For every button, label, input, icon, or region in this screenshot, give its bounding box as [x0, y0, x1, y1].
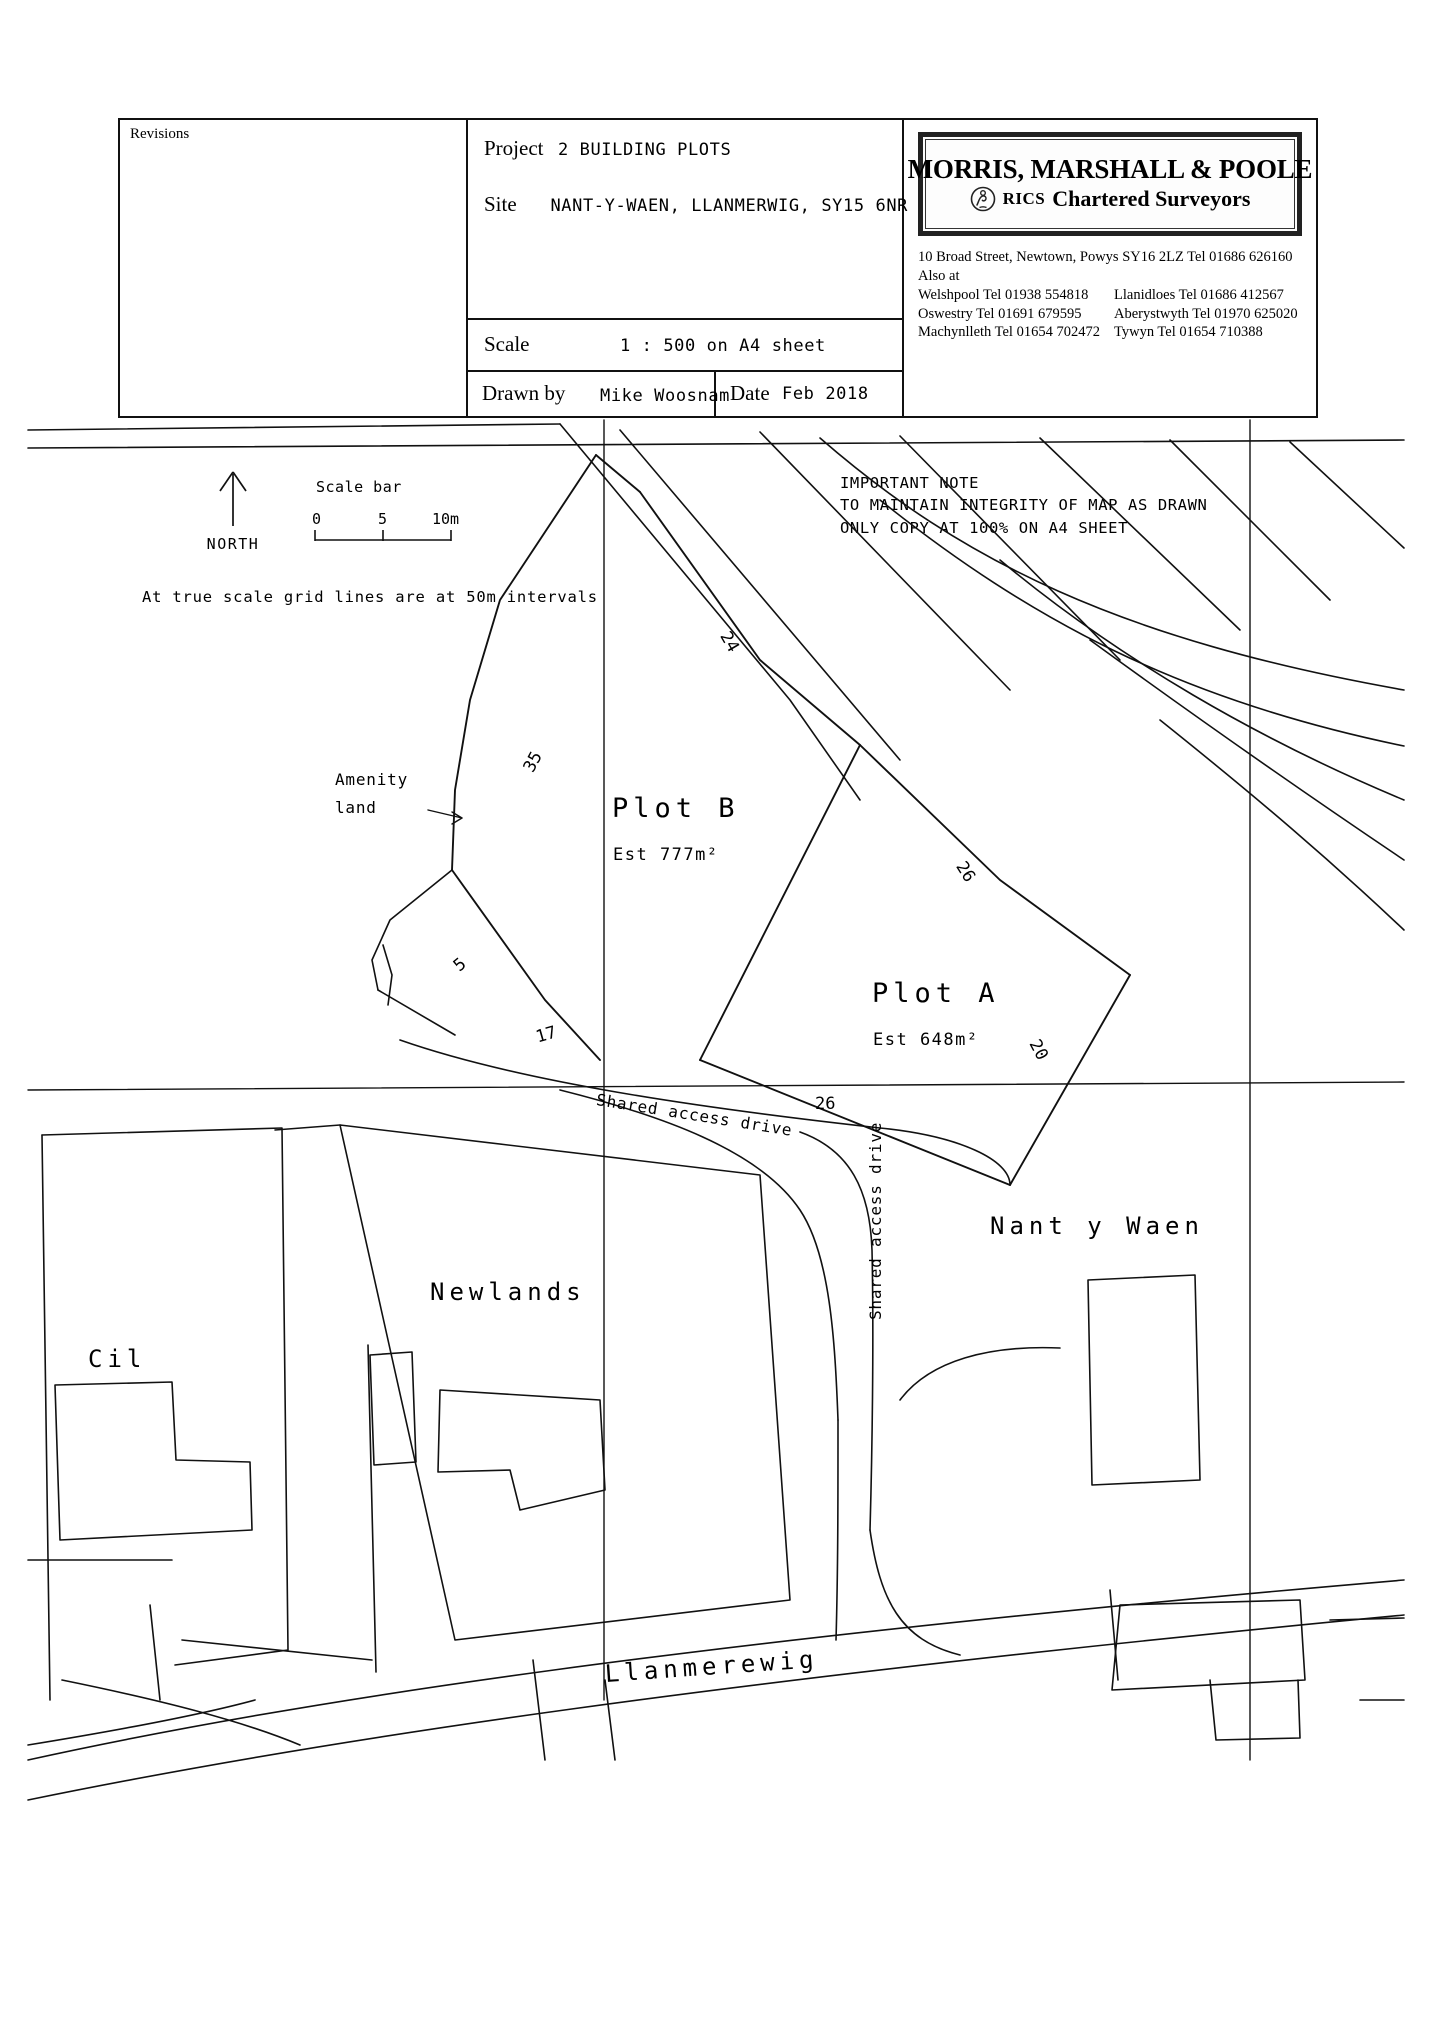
branch-offices: Welshpool Tel 01938 554818 Oswestry Tel …	[918, 286, 1310, 342]
project-details-panel: Project 2 BUILDING PLOTS Site NANT-Y-WAE…	[468, 120, 907, 418]
dimension-label: 20	[1024, 1036, 1052, 1064]
date-cell: Date Feb 2018	[716, 372, 904, 418]
drawn-by-label: Drawn by	[482, 381, 566, 405]
company-panel: MORRIS, MARSHALL & POOLE RICS Chartered …	[904, 120, 1316, 416]
grid-lines	[27, 419, 1405, 1761]
site-row: Site NANT-Y-WAEN, LLANMERWIG, SY15 6NR	[484, 192, 908, 217]
amenity-land-boundary	[371, 869, 456, 1036]
scale-bar-tick: 5	[378, 510, 388, 528]
branch-offices-right: Llanidloes Tel 01686 412567 Aberystwyth …	[1114, 286, 1310, 342]
branch-offices-left: Welshpool Tel 01938 554818 Oswestry Tel …	[918, 286, 1114, 342]
dimension-label: 5	[449, 954, 471, 976]
branch-office: Oswestry Tel 01691 679595	[918, 305, 1082, 322]
north-arrow-icon	[213, 471, 253, 532]
plot-b-name: Plot B	[612, 793, 740, 824]
scale-row: Scale 1 : 500 on A4 sheet	[468, 320, 902, 372]
company-logo-box: MORRIS, MARSHALL & POOLE RICS Chartered …	[908, 132, 1313, 236]
newlands-parcel	[274, 1124, 791, 1641]
important-note: IMPORTANT NOTE TO MAINTAIN INTEGRITY OF …	[840, 472, 1207, 539]
branch-office: Llanidloes Tel 01686 412567	[1114, 287, 1284, 304]
cil-building-1	[54, 1381, 253, 1541]
place-label-cil: Cil	[88, 1345, 147, 1373]
also-at-label: Also at	[918, 267, 960, 284]
scale-bar-tick: 10m	[432, 510, 460, 528]
important-note-line-2: ONLY COPY AT 100% ON A4 SHEET	[840, 518, 1129, 537]
dimension-label: 35	[519, 748, 547, 776]
scale-bar: Scale bar 0 5 10m	[312, 478, 470, 549]
scale-value: 1 : 500 on A4 sheet	[620, 336, 826, 356]
rics-line: RICS Chartered Surveyors	[970, 186, 1251, 212]
title-block: Revisions Project 2 BUILDING PLOTS Site …	[118, 118, 1318, 418]
company-address: 10 Broad Street, Newtown, Powys SY16 2LZ…	[918, 249, 1293, 265]
important-note-heading: IMPORTANT NOTE	[840, 474, 980, 492]
branch-office: Aberystwyth Tel 01970 625020	[1114, 305, 1298, 322]
branch-office: Machynlleth Tel 01654 702472	[918, 324, 1100, 341]
newlands-building-1	[437, 1389, 606, 1511]
plot-a-name: Plot A	[872, 978, 1000, 1009]
company-name: MORRIS, MARSHALL & POOLE	[907, 154, 1313, 184]
scale-bar-graphic	[314, 530, 452, 541]
drawn-by-value: Mike Woosnam	[600, 386, 731, 406]
amenity-land-leader	[427, 809, 463, 825]
place-label-llanmerewig: Llanmerewig	[604, 1645, 820, 1688]
rics-wordmark: RICS	[1002, 189, 1046, 208]
nant-y-waen-building	[1087, 1274, 1201, 1486]
branch-office: Tywyn Tel 01654 710388	[1114, 324, 1263, 341]
revisions-panel: Revisions	[120, 120, 468, 416]
drawn-by-cell: Drawn by Mike Woosnam	[468, 372, 729, 418]
amenity-land-label-line-2: land	[335, 798, 377, 817]
shared-access-drive-label-lower: Shared access drive	[866, 1121, 885, 1320]
branch-office: Welshpool Tel 01938 554818	[918, 287, 1089, 304]
plot-b-area: Est 777m²	[613, 845, 719, 865]
dimension-label: 26	[951, 858, 980, 886]
scale-bar-tick: 0	[312, 510, 322, 528]
rics-lion-emblem-icon	[970, 186, 996, 212]
drawn-date-row: Drawn by Mike Woosnam Date Feb 2018	[468, 372, 902, 418]
amenity-land-label-line-1: Amenity	[335, 770, 409, 789]
plot-a-area: Est 648m²	[873, 1030, 979, 1050]
site-label: Site	[484, 192, 517, 216]
scale-label: Scale	[484, 332, 530, 356]
grid-interval-note: At true scale grid lines are at 50m inte…	[142, 588, 598, 606]
cil-building-2	[181, 1344, 377, 1673]
place-label-nant-y-waen: Nant y Waen	[990, 1212, 1204, 1240]
north-label: NORTH	[206, 535, 260, 553]
revisions-label: Revisions	[130, 126, 190, 142]
shared-access-drive-lower	[835, 1346, 1061, 1656]
cil-parcel	[27, 1127, 289, 1701]
date-value: Feb 2018	[782, 384, 869, 404]
company-contact-block: 10 Broad Street, Newtown, Powys SY16 2LZ…	[918, 248, 1310, 342]
llanmerewig-road	[27, 1579, 1405, 1801]
project-value: 2 BUILDING PLOTS	[557, 140, 732, 160]
scale-bar-tick-labels: 0 5 10m	[312, 510, 470, 528]
important-note-line-1: TO MAINTAIN INTEGRITY OF MAP AS DRAWN	[840, 496, 1208, 515]
project-label: Project	[484, 136, 544, 160]
dimension-label: 17	[533, 1022, 559, 1048]
newlands-building-2	[369, 1351, 417, 1466]
dimension-label: 24	[715, 628, 744, 656]
scale-bar-title: Scale bar	[316, 478, 402, 496]
plot-b-boundary	[451, 454, 861, 1061]
project-details-rows: Project 2 BUILDING PLOTS Site NANT-Y-WAE…	[468, 120, 907, 320]
shared-access-drive-label-upper: Shared access drive	[595, 1090, 794, 1140]
project-row: Project 2 BUILDING PLOTS	[484, 136, 731, 161]
place-label-newlands: Newlands	[430, 1278, 586, 1306]
company-qualification: Chartered Surveyors	[1052, 186, 1251, 211]
company-logo-inner: MORRIS, MARSHALL & POOLE RICS Chartered …	[908, 139, 1313, 229]
north-indicator: NORTH	[178, 468, 288, 553]
site-value: NANT-Y-WAEN, LLANMERWIG, SY15 6NR	[550, 196, 909, 216]
date-label: Date	[730, 381, 770, 405]
dimension-label: 26	[815, 1094, 836, 1114]
